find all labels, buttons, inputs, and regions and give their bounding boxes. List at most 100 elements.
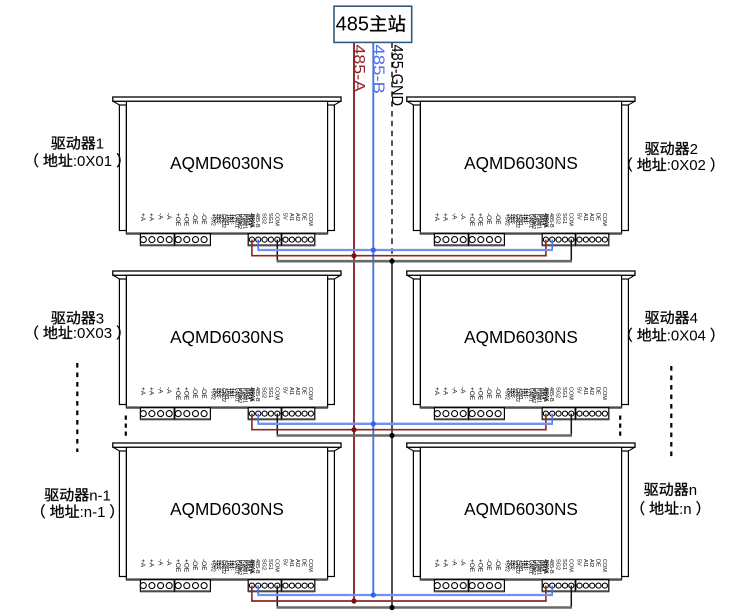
svg-text:2B2-: 2B2- xyxy=(215,214,221,225)
svg-text:GND1: GND1 xyxy=(527,388,533,402)
svg-text:+OE: +OE xyxy=(183,387,190,401)
svg-text:-A: -A xyxy=(156,387,163,394)
svg-text:485-B: 485-B xyxy=(254,213,260,228)
svg-text:+5V2: +5V2 xyxy=(210,560,216,572)
svg-text:PWM2: PWM2 xyxy=(530,388,536,403)
svg-text::0X03: :0X03 xyxy=(73,325,112,342)
svg-text:DIR2: DIR2 xyxy=(533,214,539,226)
svg-text:SG2: SG2 xyxy=(555,387,561,398)
svg-text:+5V1: +5V1 xyxy=(517,388,523,400)
svg-text:+A: +A xyxy=(139,213,146,222)
svg-text:AQMD6030NS: AQMD6030NS xyxy=(464,153,578,173)
svg-text:+A: +A xyxy=(433,387,440,396)
svg-text:COM: COM xyxy=(601,387,607,400)
svg-text:GND2: GND2 xyxy=(220,214,226,228)
svg-text:GND1: GND1 xyxy=(233,388,239,402)
svg-text:SG2: SG2 xyxy=(261,387,267,398)
svg-text:-A: -A xyxy=(459,387,466,394)
svg-text:DIR1: DIR1 xyxy=(244,388,250,400)
svg-text:5V: 5V xyxy=(282,387,288,394)
svg-text:1Z1-: 1Z1- xyxy=(231,214,237,225)
svg-text:AQMD6030NS: AQMD6030NS xyxy=(464,499,578,519)
svg-text:DE: DE xyxy=(595,559,601,567)
svg-text:AI2: AI2 xyxy=(294,387,300,395)
svg-text:STOP: STOP xyxy=(247,388,253,402)
svg-text:DE: DE xyxy=(595,213,601,221)
svg-text:DIR2: DIR2 xyxy=(533,388,539,400)
svg-text:-A: -A xyxy=(165,387,172,394)
svg-text:485-A: 485-A xyxy=(350,45,367,93)
svg-text:COM: COM xyxy=(307,213,313,226)
svg-text:-OE: -OE xyxy=(494,559,501,571)
svg-text:PWM1: PWM1 xyxy=(535,214,541,229)
svg-text:PWM2: PWM2 xyxy=(236,214,242,229)
svg-text:AI2: AI2 xyxy=(588,387,594,395)
svg-text:+OE: +OE xyxy=(477,559,484,573)
svg-text::0X02: :0X02 xyxy=(667,157,706,174)
svg-text:+A: +A xyxy=(433,559,440,568)
svg-text:485-A: 485-A xyxy=(248,387,254,402)
svg-text:485-GND: 485-GND xyxy=(388,45,405,107)
svg-text:DE: DE xyxy=(301,213,307,221)
svg-text:485-B: 485-B xyxy=(548,387,554,402)
svg-text:COM: COM xyxy=(273,559,279,572)
svg-text:AQMD6030NS: AQMD6030NS xyxy=(170,499,284,519)
svg-text:GND1: GND1 xyxy=(233,560,239,574)
svg-text:+A: +A xyxy=(148,387,155,396)
svg-text:GND2: GND2 xyxy=(514,560,520,574)
svg-text:PWM1: PWM1 xyxy=(241,388,247,403)
svg-text:-OE: -OE xyxy=(485,213,492,225)
svg-text:COM: COM xyxy=(567,387,573,400)
svg-text:SG1: SG1 xyxy=(267,213,273,224)
svg-text:+5V1: +5V1 xyxy=(223,560,229,572)
svg-text:1A1-: 1A1- xyxy=(519,560,525,571)
svg-text:+A: +A xyxy=(433,213,440,222)
svg-text:+OE: +OE xyxy=(477,387,484,401)
svg-text:AI1: AI1 xyxy=(288,213,294,221)
svg-text:2Z2-: 2Z2- xyxy=(217,214,223,225)
svg-text:2Z2-: 2Z2- xyxy=(512,388,518,399)
svg-text:485-B: 485-B xyxy=(548,559,554,574)
svg-text:2B2-: 2B2- xyxy=(509,214,515,225)
svg-text:+5V2: +5V2 xyxy=(210,388,216,400)
svg-text:-OE: -OE xyxy=(200,559,207,571)
svg-text:STOP: STOP xyxy=(541,388,547,402)
svg-text:1A1-: 1A1- xyxy=(225,388,231,399)
svg-text:DE: DE xyxy=(595,387,601,395)
svg-text:2A2-: 2A2- xyxy=(506,388,512,399)
svg-text:485-B: 485-B xyxy=(548,213,554,228)
svg-text:+A: +A xyxy=(139,559,146,568)
svg-text:+OE: +OE xyxy=(468,213,475,227)
svg-text:-OE: -OE xyxy=(200,387,207,399)
svg-text:2: 2 xyxy=(690,141,698,158)
svg-text:-OE: -OE xyxy=(494,387,501,399)
svg-text:COM: COM xyxy=(567,559,573,572)
svg-text:5V: 5V xyxy=(576,559,582,566)
svg-text:+OE: +OE xyxy=(174,387,181,401)
svg-text:+5V1: +5V1 xyxy=(517,214,523,226)
svg-text:-OE: -OE xyxy=(191,559,198,571)
svg-text:-OE: -OE xyxy=(191,213,198,225)
svg-text:-OE: -OE xyxy=(494,213,501,225)
svg-text:AI1: AI1 xyxy=(288,559,294,567)
svg-text:+A: +A xyxy=(148,213,155,222)
svg-text:GND2: GND2 xyxy=(220,388,226,402)
svg-text:SG2: SG2 xyxy=(555,213,561,224)
svg-text:-OE: -OE xyxy=(485,387,492,399)
svg-text:AI1: AI1 xyxy=(582,213,588,221)
svg-text:1B1-: 1B1- xyxy=(522,214,528,225)
svg-text:485-A: 485-A xyxy=(542,213,548,228)
svg-text:4: 4 xyxy=(690,310,698,327)
svg-text:STOP: STOP xyxy=(247,214,253,228)
svg-text:485-A: 485-A xyxy=(542,559,548,574)
svg-text:+A: +A xyxy=(442,559,449,568)
svg-text:+5V1: +5V1 xyxy=(223,388,229,400)
svg-text:+OE: +OE xyxy=(174,559,181,573)
svg-text:485-A: 485-A xyxy=(542,387,548,402)
svg-text:COM: COM xyxy=(567,213,573,226)
svg-text:PWM1: PWM1 xyxy=(535,560,541,575)
svg-text:BRAK: BRAK xyxy=(543,560,549,574)
svg-text:BRAK: BRAK xyxy=(249,214,255,228)
svg-text:AI1: AI1 xyxy=(582,559,588,567)
svg-text:GND2: GND2 xyxy=(514,214,520,228)
